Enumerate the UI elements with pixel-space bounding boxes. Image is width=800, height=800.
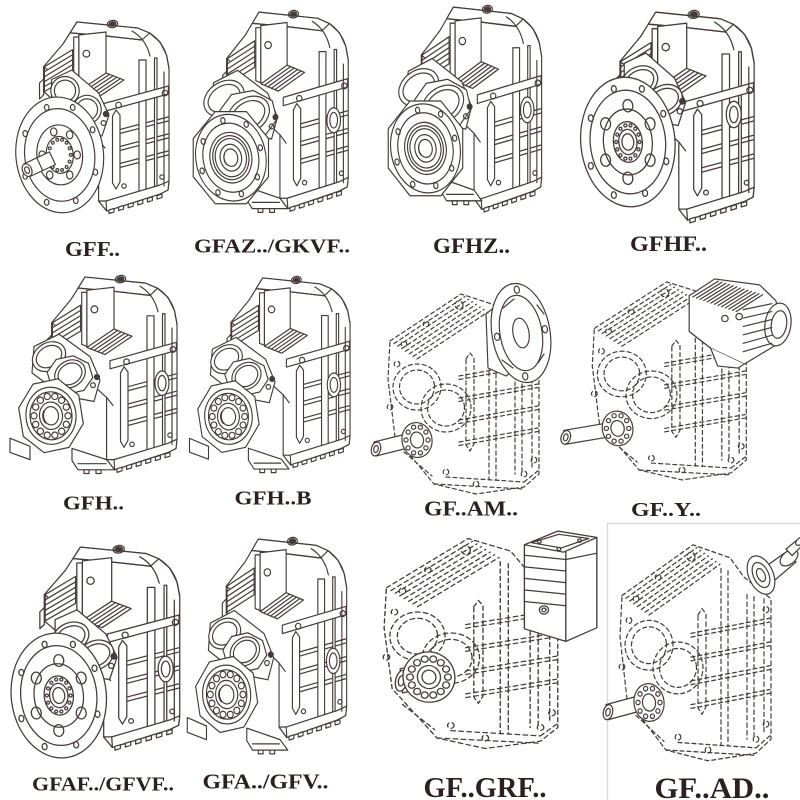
svg-text:GFAZ../GKVF..: GFAZ../GKVF.. <box>194 236 350 258</box>
svg-text:GFH..B: GFH..B <box>235 488 312 510</box>
svg-text:GF..Y..: GF..Y.. <box>631 499 701 521</box>
svg-text:GFA../GFV..: GFA../GFV.. <box>203 770 329 794</box>
svg-text:GF..AM..: GF..AM.. <box>424 497 518 521</box>
svg-text:GFHZ..: GFHZ.. <box>433 233 510 258</box>
svg-text:GFF..: GFF.. <box>65 237 120 261</box>
svg-text:GFAF../GFVF..: GFAF../GFVF.. <box>32 774 174 796</box>
svg-text:GFHF..: GFHF.. <box>630 231 707 256</box>
svg-text:GF..GRF..: GF..GRF.. <box>424 773 547 800</box>
svg-text:GF..AD..: GF..AD.. <box>655 772 770 800</box>
svg-text:GFH..: GFH.. <box>63 493 124 515</box>
